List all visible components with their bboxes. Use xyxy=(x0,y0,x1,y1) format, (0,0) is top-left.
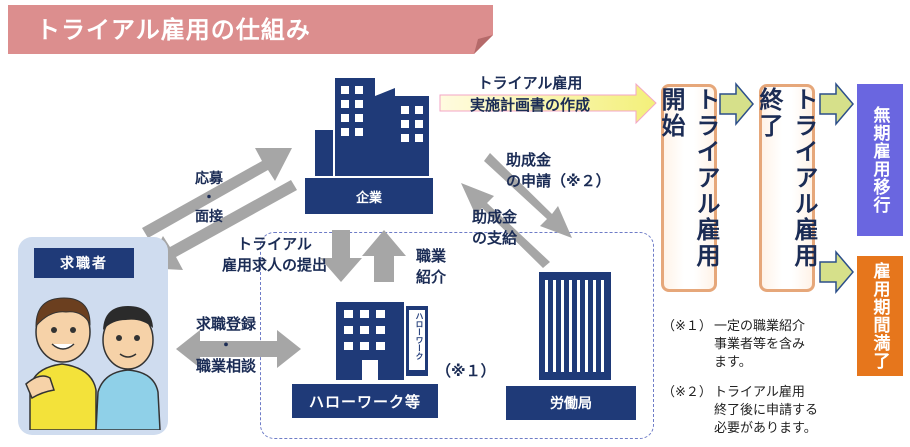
referral-label-line1: 職業 xyxy=(416,247,447,265)
note-2-mark: （※２） xyxy=(662,385,712,400)
hello-work-region xyxy=(260,232,654,439)
job-seekers-illustration-icon xyxy=(25,297,161,430)
application-label-line1: 応募 xyxy=(195,171,223,187)
flow-arrow-2 xyxy=(819,81,854,127)
subsidy-apply-label: 助成金 の申請（※２） xyxy=(506,150,611,192)
submit-offer-label-line2: 雇用求人の提出 xyxy=(222,256,328,274)
labor-bureau-building-icon xyxy=(539,272,611,380)
permanent-employment-label: 無期雇用移行 xyxy=(869,106,890,214)
register-label-line2: ・ xyxy=(218,336,234,354)
company-label: 企業 xyxy=(305,178,433,214)
hello-work-note-mark: （※１） xyxy=(436,362,496,380)
plan-arrow xyxy=(439,82,657,125)
flow-arrow-1 xyxy=(719,81,754,127)
application-label: 応募 ・ 面接 xyxy=(195,170,223,227)
job-seeker-label: 求職者 xyxy=(34,248,134,278)
referral-label: 職業 紹介 xyxy=(416,246,446,288)
company-building-icon xyxy=(315,78,429,176)
trial-start-label: トライアル雇用開始 xyxy=(657,87,720,269)
labor-bureau-label: 労働局 xyxy=(506,386,636,420)
hello-work-sign: ハローワーク xyxy=(415,312,424,360)
submit-offer-arrow xyxy=(320,230,362,282)
note-1-line2: 事業者等を含み xyxy=(714,337,806,352)
register-label: 求職登録 ・ 職業相談 xyxy=(196,314,256,377)
register-label-line1: 求職登録 xyxy=(196,315,257,333)
flow-arrow-3 xyxy=(819,249,854,295)
register-arrow xyxy=(176,330,301,368)
note-1: （※１） 一定の職業紹介 事業者等を含み ます。 xyxy=(662,318,805,372)
subsidy-apply-arrow xyxy=(484,153,572,238)
subsidy-pay-label: 助成金 の支給 xyxy=(472,207,517,249)
subsidy-pay-label-line1: 助成金 xyxy=(472,208,518,226)
permanent-employment-box: 無期雇用移行 xyxy=(857,84,903,236)
plan-label-line1: トライアル雇用 xyxy=(477,74,583,92)
term-expiry-box: 雇用期間満了 xyxy=(857,256,903,376)
title-banner xyxy=(8,5,493,54)
interview-arrow xyxy=(146,180,297,270)
referral-arrow xyxy=(362,230,406,282)
referral-label-line2: 紹介 xyxy=(416,268,447,286)
subsidy-pay-arrow xyxy=(461,183,550,268)
note-2-line2: 終了後に申請する xyxy=(714,403,819,418)
application-label-line2: ・ xyxy=(202,190,216,206)
trial-start-box: トライアル雇用開始 xyxy=(657,84,720,292)
subsidy-apply-label-line2: の申請（※２） xyxy=(506,172,611,190)
application-arrow xyxy=(142,148,292,238)
trial-end-box: トライアル雇用終了 xyxy=(755,84,818,292)
note-2-line3: 必要があります。 xyxy=(714,421,817,436)
term-expiry-label: 雇用期間満了 xyxy=(869,262,890,370)
hello-work-label: ハローワーク等 xyxy=(292,384,438,418)
plan-label: トライアル雇用 実施計画書の作成 xyxy=(470,72,590,116)
note-2-line1: トライアル雇用 xyxy=(714,385,805,400)
hello-work-building-icon xyxy=(336,302,428,380)
submit-offer-label: トライアル 雇用求人の提出 xyxy=(222,234,327,276)
submit-offer-label-line1: トライアル xyxy=(237,235,312,253)
trial-end-label: トライアル雇用終了 xyxy=(755,87,818,269)
application-label-line3: 面接 xyxy=(195,209,223,225)
register-label-line3: 職業相談 xyxy=(196,357,257,375)
subsidy-apply-label-line1: 助成金 xyxy=(506,151,552,169)
note-1-line1: 一定の職業紹介 xyxy=(714,319,806,334)
note-1-line3: ます。 xyxy=(714,355,752,370)
plan-label-line2: 実施計画書の作成 xyxy=(470,96,591,114)
page-title: トライアル雇用の仕組み xyxy=(36,16,311,44)
subsidy-pay-label-line2: の支給 xyxy=(472,229,518,247)
note-1-mark: （※１） xyxy=(662,319,712,334)
note-2: （※２） トライアル雇用 終了後に申請する 必要があります。 xyxy=(662,384,818,438)
